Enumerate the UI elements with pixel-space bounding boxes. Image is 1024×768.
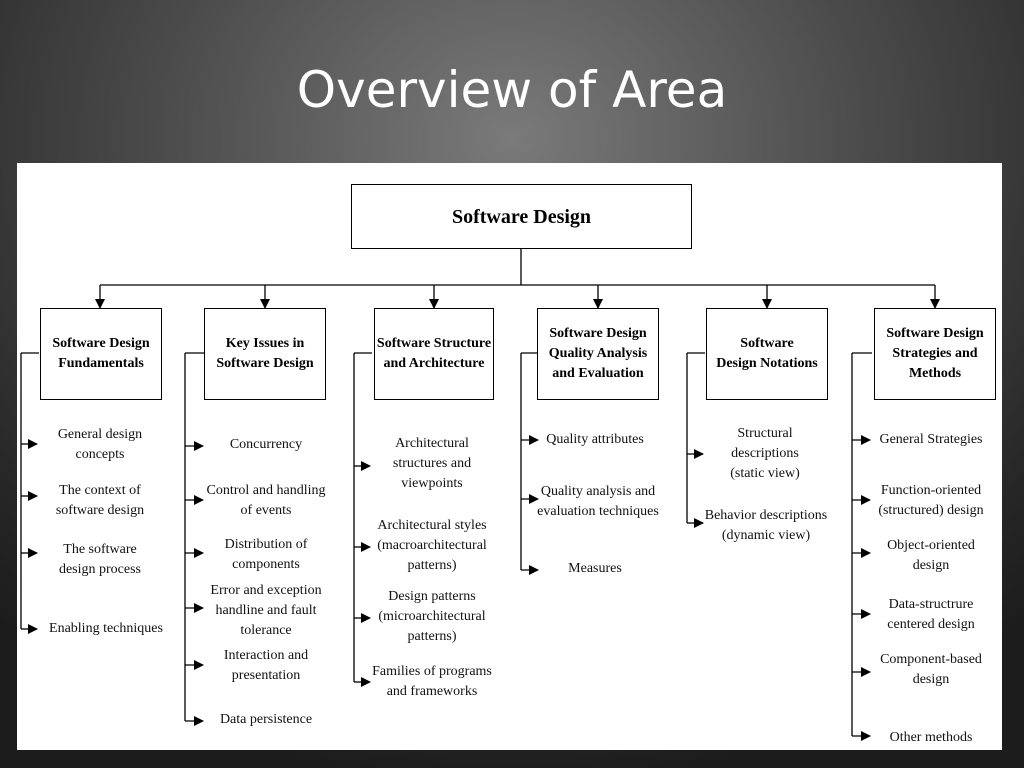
topic-data-structure-centered-design: Data-structrure centered design — [887, 597, 975, 632]
topic-distribution-components: Distribution of components — [224, 537, 308, 572]
topic-enabling-techniques: Enabling techniques — [49, 621, 163, 636]
root-box: Software Design — [351, 184, 692, 249]
branch-fundamentals-box: Software Design Fundamentals — [40, 308, 162, 400]
branch-notations-box: Software Design Notations — [706, 308, 828, 400]
topic-context-of-software-design: The context of software design — [55, 483, 145, 518]
topic-control-handling-events: Control and handling of events — [206, 483, 326, 518]
topic-architectural-styles: Architectural styles (macroarchitectural… — [377, 518, 487, 573]
topic-architectural-structures: Architectural structures and viewpoints — [392, 436, 472, 491]
topic-structural-descriptions: Structural descriptions (static view) — [730, 426, 800, 481]
connector-lines — [20, 249, 940, 741]
topic-behavior-descriptions: Behavior descriptions (dynamic view) — [704, 508, 828, 543]
topic-object-oriented-design: Object-oriented design — [887, 538, 975, 573]
branch-strategies-methods-box: Software Design Strategies and Methods — [874, 308, 996, 400]
topic-families-programs-frameworks: Families of programs and frameworks — [372, 664, 492, 699]
topic-measures: Measures — [568, 561, 622, 576]
topic-software-design-process: The software design process — [58, 542, 142, 577]
branch-quality-analysis-box: Software Design Quality Analysis and Eva… — [537, 308, 659, 400]
topic-other-methods: Other methods — [889, 730, 973, 745]
topic-function-oriented-design: Function-oriented (structured) design — [878, 483, 984, 518]
topic-error-exception-handling: Error and exception handline and fault t… — [210, 583, 322, 638]
topic-general-design-concepts: General design concepts — [57, 427, 143, 462]
topic-interaction-presentation: Interaction and presentation — [223, 648, 309, 683]
diagram-panel: Software Design Software Design Fundamen… — [17, 163, 1002, 750]
branch-key-issues-box: Key Issues in Software Design — [204, 308, 326, 400]
topic-concurrency: Concurrency — [229, 437, 303, 452]
topic-component-based-design: Component-based design — [880, 652, 982, 687]
slide-title: Overview of Area — [296, 61, 728, 119]
topic-quality-analysis-techniques: Quality analysis and evaluation techniqu… — [537, 484, 659, 519]
topic-quality-attributes: Quality attributes — [546, 432, 644, 447]
topic-general-strategies: General Strategies — [879, 432, 983, 447]
branch-structure-architecture-box: Software Structure and Architecture — [374, 308, 494, 400]
topic-data-persistence: Data persistence — [219, 712, 313, 727]
topic-design-patterns: Design patterns (microarchitectural patt… — [378, 589, 486, 644]
